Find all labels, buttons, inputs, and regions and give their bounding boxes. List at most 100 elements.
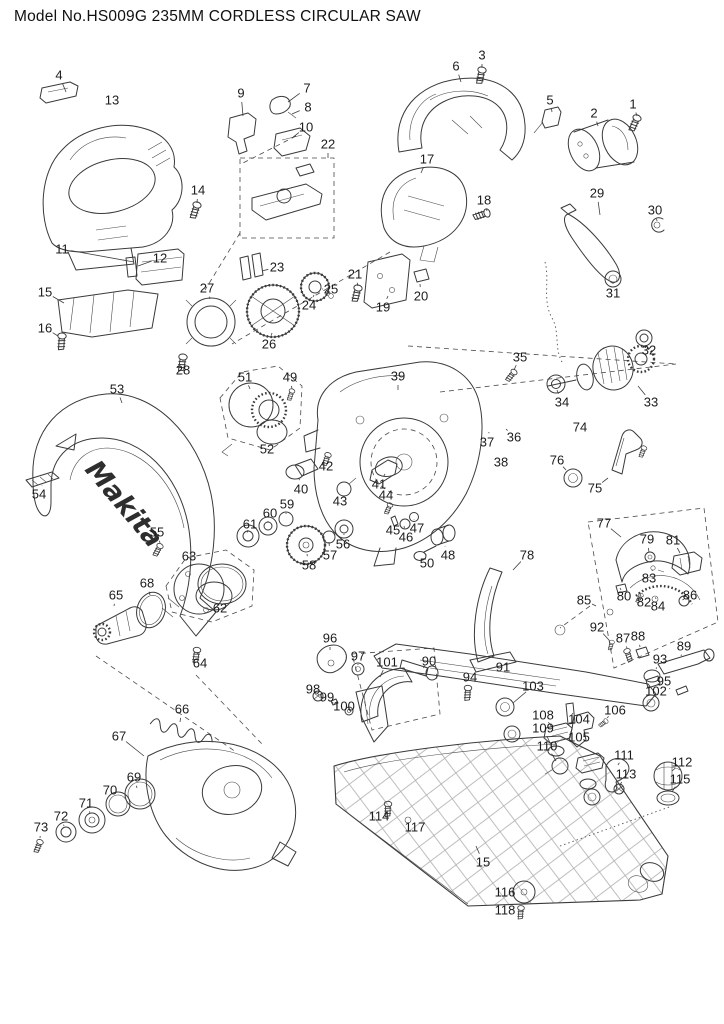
leader-line-68 (148, 591, 151, 596)
part-label-18-17: 18 (477, 193, 491, 208)
part-label-48-47: 48 (441, 548, 455, 563)
part-label-97-96: 97 (351, 649, 365, 664)
rear-housing-17 (380, 166, 468, 263)
part-label-6-5: 6 (452, 59, 459, 74)
leader-line-24 (312, 294, 315, 298)
leader-line-18 (485, 208, 488, 212)
part-label-82-81: 82 (637, 595, 651, 610)
screw-44 (382, 501, 394, 516)
leader-line-8 (291, 110, 300, 115)
part-label-78-77: 78 (520, 548, 534, 563)
part-label-86-85: 86 (683, 588, 697, 603)
leader-line-41 (383, 473, 386, 477)
leader-line-95 (669, 687, 671, 690)
part-label-51-50: 51 (238, 370, 252, 385)
screw-16 (56, 332, 67, 351)
leader-line-5 (551, 108, 553, 113)
leader-line-93 (655, 667, 658, 670)
pin-117 (404, 816, 412, 824)
part-label-50-49: 50 (420, 556, 434, 571)
leader-line-23 (261, 268, 269, 272)
part-label-116-115: 116 (495, 885, 516, 900)
part-label-87-86: 87 (616, 631, 630, 646)
leader-line-4 (62, 83, 67, 93)
lever-assembly-74 (563, 429, 643, 488)
bail-handle-29 (560, 203, 665, 288)
guard-rings (55, 778, 156, 843)
leader-line-35 (513, 365, 517, 371)
screw-21 (350, 283, 364, 304)
part-label-111-109: 111 (614, 748, 634, 763)
part-label-83-82: 83 (642, 571, 656, 586)
leader-line-112 (671, 767, 676, 772)
part-label-43-42: 43 (333, 494, 347, 509)
part-label-4-3: 4 (55, 68, 62, 83)
part-label-96-95: 96 (323, 631, 337, 646)
screw-14 (188, 200, 203, 221)
part-label-94-93: 94 (463, 670, 477, 685)
part-label-104-103: 104 (568, 712, 590, 727)
knob-112 (653, 761, 683, 791)
part-label-100-99: 100 (333, 699, 355, 714)
part-label-5-4: 5 (546, 93, 553, 108)
leader-line-86 (682, 598, 685, 601)
screw-106 (597, 717, 610, 729)
ring-52 (256, 419, 288, 445)
leader-line-6 (458, 74, 462, 83)
part-label-14-13: 14 (191, 183, 205, 198)
part-label-98-97: 98 (306, 682, 320, 697)
leader-line-99 (330, 700, 334, 704)
gear-housing-51 (219, 365, 303, 457)
part-label-13-12: 13 (105, 93, 119, 108)
part-label-71-70: 71 (79, 796, 93, 811)
ring-115 (656, 790, 680, 806)
screw-3 (474, 65, 488, 86)
part-label-32-31: 32 (642, 343, 656, 358)
leader-line-9 (241, 101, 244, 117)
leader-line-66 (179, 717, 182, 723)
part-label-31-30: 31 (606, 286, 620, 301)
part-label-69-68: 69 (127, 770, 141, 785)
leader-line-16 (52, 332, 59, 337)
part-label-34-33: 34 (555, 395, 569, 410)
leader-line-55 (158, 540, 161, 544)
leader-line-103 (512, 691, 527, 704)
part-label-70-69: 70 (103, 783, 117, 798)
part-label-112-110: 112 (672, 755, 693, 770)
motor-2 (567, 118, 639, 172)
part-label-102-101: 102 (645, 684, 667, 699)
pin-95 (675, 685, 689, 696)
part-label-12-11: 12 (153, 251, 167, 266)
blade-case-39 (303, 361, 483, 567)
leader-line-27 (208, 296, 211, 300)
part-label-81-80: 81 (666, 533, 680, 548)
switch-parts (227, 95, 311, 157)
part-label-115-113: 115 (670, 772, 691, 787)
depth-bolt-parts (635, 646, 715, 712)
part-label-62-61: 62 (213, 601, 227, 616)
part-label-89-88: 89 (677, 639, 691, 654)
part-label-92-91: 92 (590, 620, 604, 635)
o-ring-62 (197, 563, 247, 605)
leader-line-1 (635, 112, 638, 117)
screw-94 (462, 684, 473, 702)
part-label-21-20: 21 (348, 267, 362, 282)
part-label-61-60: 61 (243, 517, 257, 532)
part-label-7-6: 7 (303, 81, 310, 96)
screw-1 (626, 113, 643, 133)
part-label-99-98: 99 (320, 690, 334, 705)
plate-12 (125, 256, 138, 278)
screw-118 (516, 904, 525, 920)
leader-line-34 (556, 389, 559, 394)
support-bar-91 (355, 643, 657, 743)
armature-assembly (546, 329, 656, 394)
part-label-49-48: 49 (283, 370, 297, 385)
part-label-77-76: 77 (597, 516, 611, 531)
leader-line-108 (548, 721, 553, 728)
part-label-79-78: 79 (640, 532, 654, 547)
part-label-28-27: 28 (176, 363, 190, 378)
part-label-36-35: 36 (507, 430, 521, 445)
part-label-59-58: 59 (280, 497, 294, 512)
